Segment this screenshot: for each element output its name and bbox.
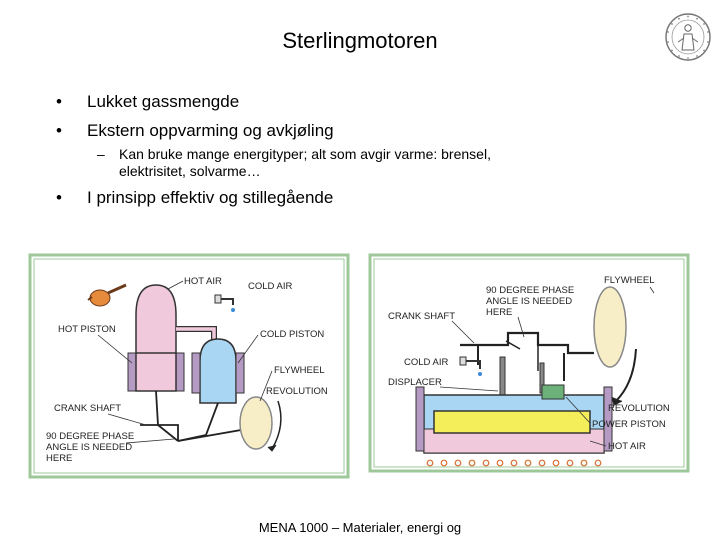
flywheel — [239, 396, 273, 450]
label-cold-air: COLD AIR — [404, 357, 448, 368]
label-displacer: DISPLACER — [388, 377, 442, 388]
sub-bullet-dash: – — [97, 146, 105, 162]
label-flywheel: FLYWHEEL — [274, 365, 325, 376]
sub-bullet-text: Kan bruke mange energityper; alt som avg… — [119, 146, 491, 179]
label-revolution: REVOLUTION — [266, 386, 328, 397]
bullet-marker: • — [56, 92, 62, 111]
label-hot-piston: HOT PISTON — [58, 324, 116, 335]
label-hot-air: HOT AIR — [608, 441, 646, 452]
university-seal-icon — [665, 13, 711, 61]
bullet-text: Ekstern oppvarming og avkjøling — [87, 121, 334, 140]
right-engine-diagram: 90 DEGREE PHASE ANGLE IS NEEDED HERE FLY… — [368, 253, 690, 473]
slide-title: Sterlingmotoren — [282, 28, 438, 53]
left-engine-diagram: HOT AIR COLD AIR HOT PISTON COLD PISTON … — [28, 253, 350, 479]
hot-cylinder — [135, 284, 177, 374]
burner-icon — [87, 283, 127, 307]
label-power-piston: POWER PISTON — [592, 419, 666, 430]
bullet-marker: • — [56, 121, 62, 140]
label-phase-line-1: 90 DEGREE PHASE — [46, 431, 134, 442]
label-cold-air: COLD AIR — [248, 281, 292, 292]
label-crank-shaft: CRANK SHAFT — [388, 311, 455, 322]
label-phase-line-3: HERE — [46, 453, 72, 464]
cold-cylinder — [199, 338, 237, 404]
slide-footer: MENA 1000 – Materialer, energi og — [258, 520, 462, 535]
label-phase-line-2: ANGLE IS NEEDED — [486, 296, 572, 307]
hot-piston — [135, 352, 177, 392]
label-crank-shaft: CRANK SHAFT — [54, 403, 121, 414]
right-diagram-frame — [368, 253, 690, 473]
label-flywheel: FLYWHEEL — [604, 275, 655, 286]
flywheel — [593, 286, 627, 368]
left-diagram-frame — [28, 253, 350, 479]
water-tap-icon — [459, 356, 482, 376]
power-piston — [541, 384, 565, 400]
label-phase-line-2: ANGLE IS NEEDED — [46, 442, 132, 453]
label-cold-piston: COLD PISTON — [260, 329, 324, 340]
label-revolution: REVOLUTION — [608, 403, 670, 414]
water-tap-icon — [214, 294, 235, 312]
label-phase-line-1: 90 DEGREE PHASE — [486, 285, 574, 296]
label-phase-line-3: HERE — [486, 307, 512, 318]
flame-row — [426, 459, 602, 467]
bullet-text: Lukket gassmengde — [87, 92, 240, 111]
bullet-text: I prinsipp effektiv og stillegående — [87, 188, 334, 207]
label-hot-air: HOT AIR — [184, 276, 222, 287]
bullet-marker: • — [56, 188, 62, 207]
displacer — [433, 410, 591, 434]
